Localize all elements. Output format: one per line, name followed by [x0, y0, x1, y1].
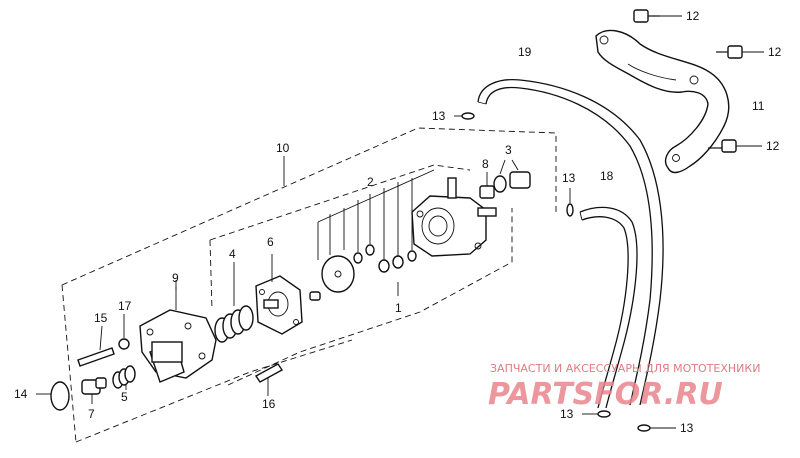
callout-16: 16 — [262, 397, 276, 411]
pump-body — [411, 177, 497, 257]
assembly-outline — [61, 127, 557, 443]
watermark: ЗАПЧАСТИ И АКСЕССУАРЫ ДЛЯ МОТОТЕХНИКИ PA… — [488, 362, 760, 412]
callout-11: 11 — [752, 99, 765, 113]
seal-8 — [479, 172, 495, 199]
clip-13-lower-left — [582, 410, 611, 418]
fitting-3 — [493, 159, 531, 193]
screw — [309, 291, 321, 301]
callout-13-side: 13 — [562, 171, 576, 185]
callout-13-lower-left: 13 — [560, 407, 574, 421]
callout-3: 3 — [505, 143, 512, 157]
hose-18 — [579, 206, 638, 409]
callout-4: 4 — [229, 247, 236, 261]
bolt-16 — [254, 363, 284, 396]
clip-13-lower-right — [637, 424, 676, 432]
callout-19: 19 — [518, 45, 532, 59]
leader-lines — [175, 156, 399, 296]
spring-4 — [214, 262, 254, 343]
valve-parts-2 — [317, 169, 435, 273]
callout-9: 9 — [172, 271, 179, 285]
clip-13-side — [566, 188, 574, 217]
clip-13-upper — [454, 112, 475, 120]
callout-12-middle: 12 — [768, 45, 782, 59]
watermark-caption: ЗАПЧАСТИ И АКСЕССУАРЫ ДЛЯ МОТОТЕХНИКИ — [490, 362, 760, 375]
housing-9 — [139, 286, 217, 383]
callout-12-bottom: 12 — [766, 139, 780, 153]
callout-5: 5 — [121, 390, 128, 404]
bolt-12-middle — [716, 45, 764, 59]
callout-14: 14 — [14, 387, 28, 401]
o-ring-14 — [36, 381, 70, 411]
callout-12-top: 12 — [686, 9, 700, 23]
watermark-brand: PARTSFOR.RU — [488, 377, 723, 412]
plug-7 — [81, 377, 107, 404]
callout-2: 2 — [367, 175, 374, 189]
bolt-12-top — [633, 9, 682, 23]
callout-18: 18 — [600, 169, 614, 183]
callout-15: 15 — [94, 311, 108, 325]
callout-labels: 1 2 3 4 5 6 7 8 9 10 11 12 12 12 13 13 1… — [14, 9, 782, 435]
callout-10: 10 — [276, 141, 290, 155]
cover-plate-6 — [255, 254, 303, 335]
callout-17: 17 — [118, 299, 132, 313]
washer-17 — [118, 314, 130, 350]
spring-5 — [112, 365, 136, 390]
callout-7: 7 — [88, 407, 95, 421]
bolt-12-bottom — [708, 139, 762, 153]
callout-13-upper: 13 — [432, 109, 446, 123]
callout-13-lower-right: 13 — [680, 421, 694, 435]
diaphragm — [321, 255, 355, 293]
callout-6: 6 — [267, 235, 274, 249]
hose-19 — [477, 78, 664, 406]
callout-8: 8 — [482, 157, 489, 171]
callout-1: 1 — [395, 301, 402, 315]
bolt-15 — [77, 325, 115, 367]
bracket-11 — [595, 29, 730, 174]
